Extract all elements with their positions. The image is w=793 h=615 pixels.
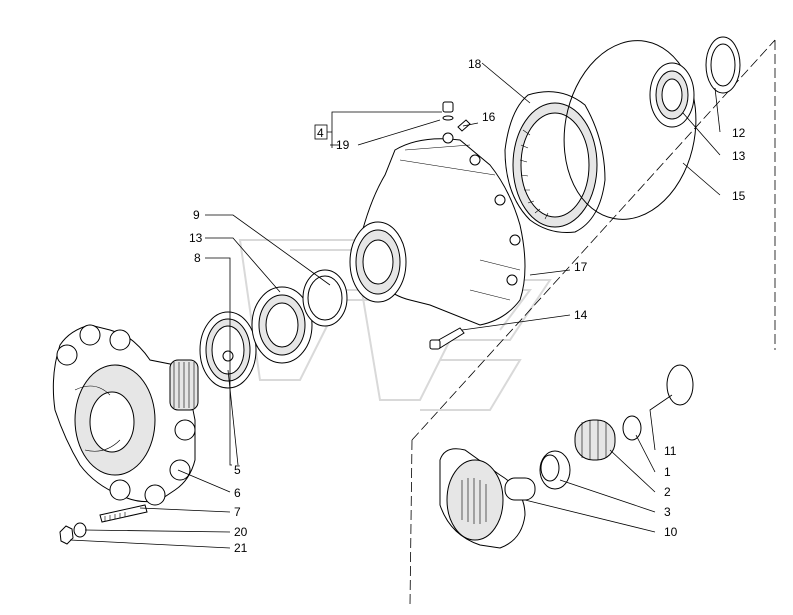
ring-part (302, 269, 348, 327)
callout-21: 21 (234, 541, 248, 555)
screw-part (429, 327, 465, 350)
fitting-part (442, 101, 471, 132)
washer-part (73, 522, 87, 538)
subassembly-boundary (409, 39, 776, 606)
callout-labels: 18 16 4 19 9 13 8 17 14 5 6 7 20 21 12 1… (189, 57, 746, 555)
callout-4: 4 (317, 126, 324, 140)
leader-lines (69, 62, 721, 549)
callout-4-bracket (314, 111, 442, 148)
callout-16: 16 (482, 110, 496, 124)
nut-part (59, 525, 74, 545)
callout-17: 17 (574, 260, 588, 274)
callout-10: 10 (664, 525, 678, 539)
ring-gear-part (504, 91, 606, 233)
o-ring-part (563, 40, 697, 220)
snap-ring-part (622, 415, 642, 441)
hub-housing-part (349, 132, 526, 326)
ring-nut-part (705, 36, 741, 94)
callout-8: 8 (194, 251, 201, 265)
callout-20: 20 (234, 525, 248, 539)
callout-12: 12 (732, 126, 746, 140)
callout-18: 18 (468, 57, 482, 71)
callout-9: 9 (193, 208, 200, 222)
callout-1: 1 (664, 465, 671, 479)
callout-13-right: 13 (732, 149, 746, 163)
bush-part (539, 450, 571, 490)
upper-bearing-part (649, 62, 695, 128)
callout-11: 11 (664, 444, 677, 458)
callout-19: 19 (336, 138, 350, 152)
bearing-part (251, 286, 313, 364)
planet-carrier-part (439, 448, 536, 549)
callout-6: 6 (234, 486, 241, 500)
callout-7: 7 (234, 505, 241, 519)
stud-part (99, 504, 148, 523)
seal-part (199, 311, 257, 389)
callout-14: 14 (574, 308, 588, 322)
circlip-part (666, 364, 694, 406)
callout-5: 5 (234, 463, 241, 477)
callout-2: 2 (664, 485, 671, 499)
hub-flange-part (52, 324, 199, 506)
callout-15: 15 (732, 189, 746, 203)
callout-3: 3 (664, 505, 671, 519)
callout-13-left: 13 (189, 231, 203, 245)
sun-gear-part (574, 419, 616, 461)
